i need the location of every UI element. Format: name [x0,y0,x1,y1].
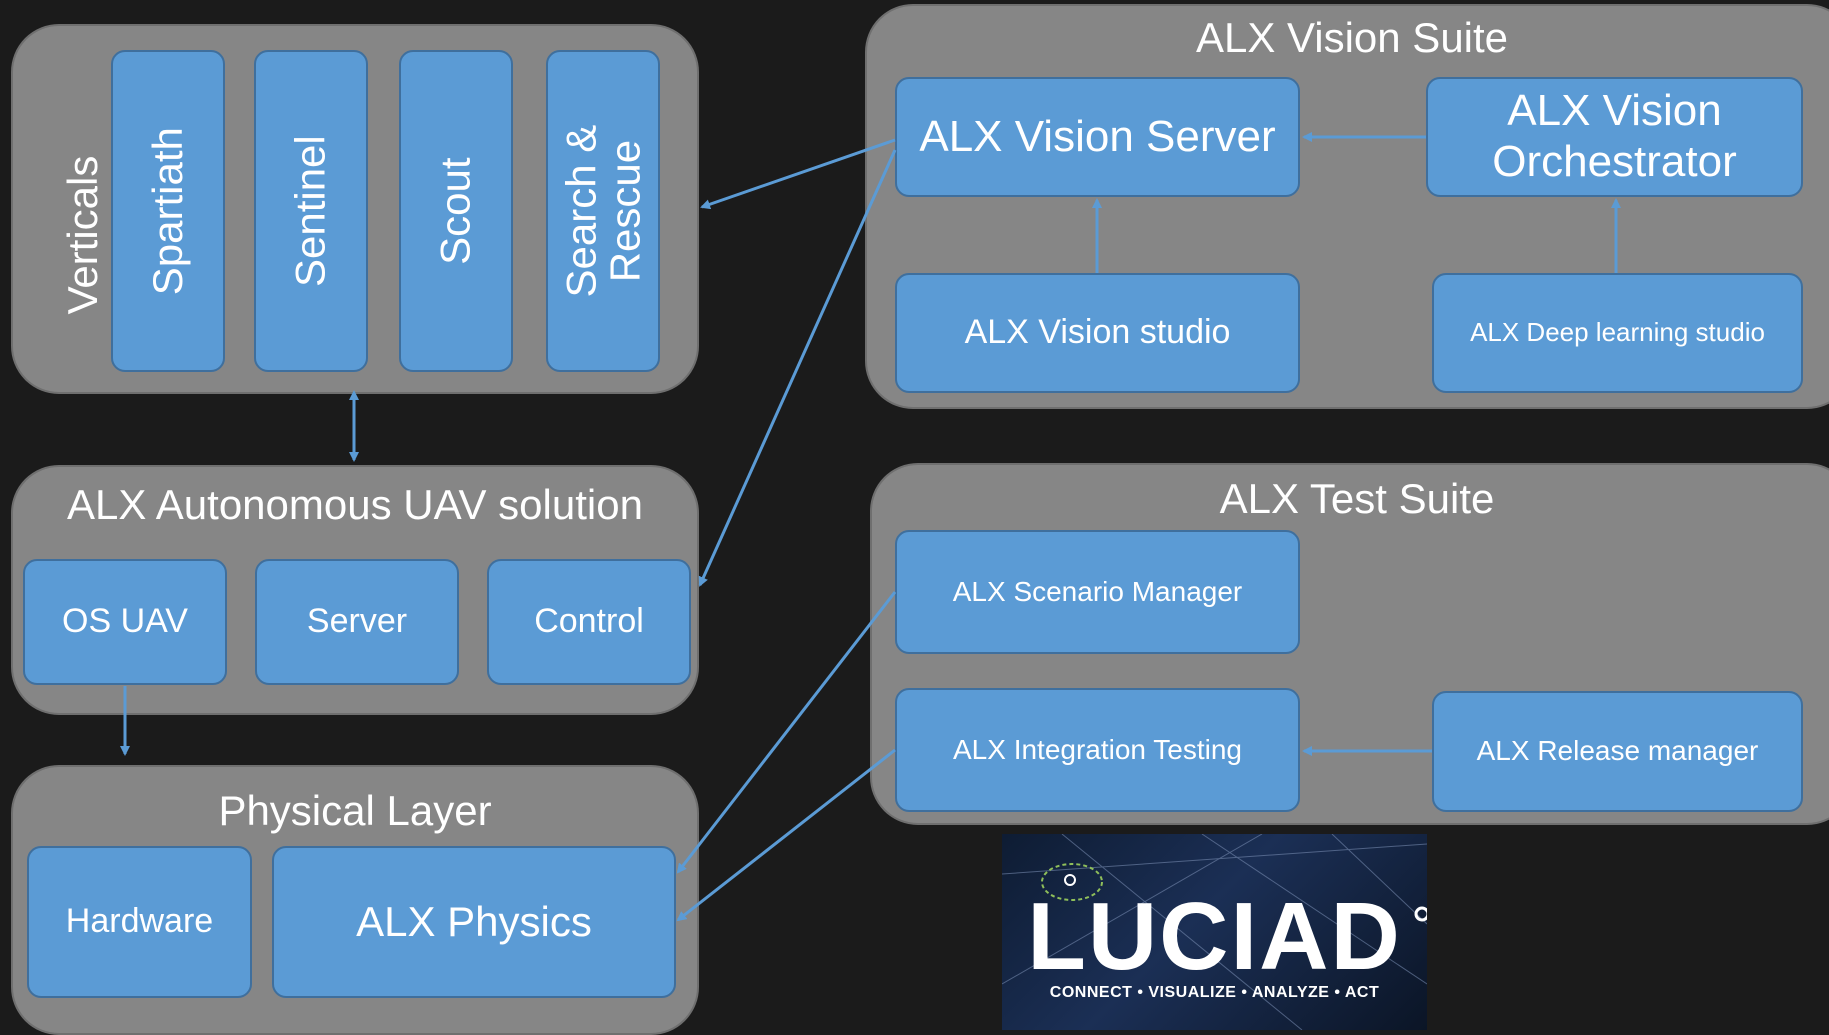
uav-os-label: OS UAV [62,602,188,641]
scenario-manager-box[interactable]: ALX Scenario Manager [895,530,1300,654]
vision-studio-label: ALX Vision studio [964,313,1231,352]
scenario-manager-label: ALX Scenario Manager [952,575,1243,607]
hardware-label: Hardware [65,902,214,941]
vision-orchestrator-label: ALX Vision Orchestrator [1492,86,1737,186]
uav-control-label: Control [534,602,644,641]
uav-control-box[interactable]: Control [487,559,691,685]
vertical-search-rescue-label: Search & Rescue [556,124,649,298]
hardware-box[interactable]: Hardware [27,846,252,998]
vertical-spartiath[interactable]: Spartiath [111,50,225,372]
uav-server-box[interactable]: Server [255,559,459,685]
release-manager-label: ALX Release manager [1476,735,1759,767]
vision-server-box[interactable]: ALX Vision Server [895,77,1300,197]
vertical-scout[interactable]: Scout [399,50,513,372]
vision-orchestrator-box[interactable]: ALX Vision Orchestrator [1426,77,1803,197]
integration-testing-box[interactable]: ALX Integration Testing [895,688,1300,812]
luciad-tagline: CONNECT • VISUALIZE • ANALYZE • ACT [1049,984,1380,1001]
vision-studio-box[interactable]: ALX Vision studio [895,273,1300,393]
verticals-label: Verticals [59,155,106,315]
alx-physics-box[interactable]: ALX Physics [272,846,676,998]
uav-os-box[interactable]: OS UAV [23,559,227,685]
vision-server-label: ALX Vision Server [919,111,1276,161]
logo-network-lines [1002,834,1427,1030]
luciad-wordmark: LUCIAD [1027,883,1402,990]
vertical-spartiath-label: Spartiath [143,126,191,296]
deep-learning-studio-label: ALX Deep learning studio [1470,317,1765,348]
vertical-search-rescue[interactable]: Search & Rescue [546,50,660,372]
integration-testing-label: ALX Integration Testing [952,733,1242,765]
alx-physics-label: ALX Physics [356,897,592,945]
deep-learning-studio-box[interactable]: ALX Deep learning studio [1432,273,1803,393]
vertical-sentinel[interactable]: Sentinel [254,50,368,372]
uav-solution-title: ALX Autonomous UAV solution [67,481,643,528]
test-suite-title: ALX Test Suite [1219,475,1495,522]
scenario-physics-connector [676,591,897,874]
vertical-scout-label: Scout [431,157,479,265]
release-manager-box[interactable]: ALX Release manager [1432,691,1803,812]
uav-server-label: Server [306,602,408,641]
vision-suite-title: ALX Vision Suite [1195,14,1509,61]
luciad-logo: LUCIAD CONNECT • VISUALIZE • ANALYZE • A… [1002,834,1427,1030]
integration-physics-connector [676,748,896,922]
vertical-sentinel-label: Sentinel [286,135,334,287]
physical-layer-title: Physical Layer [218,787,492,834]
